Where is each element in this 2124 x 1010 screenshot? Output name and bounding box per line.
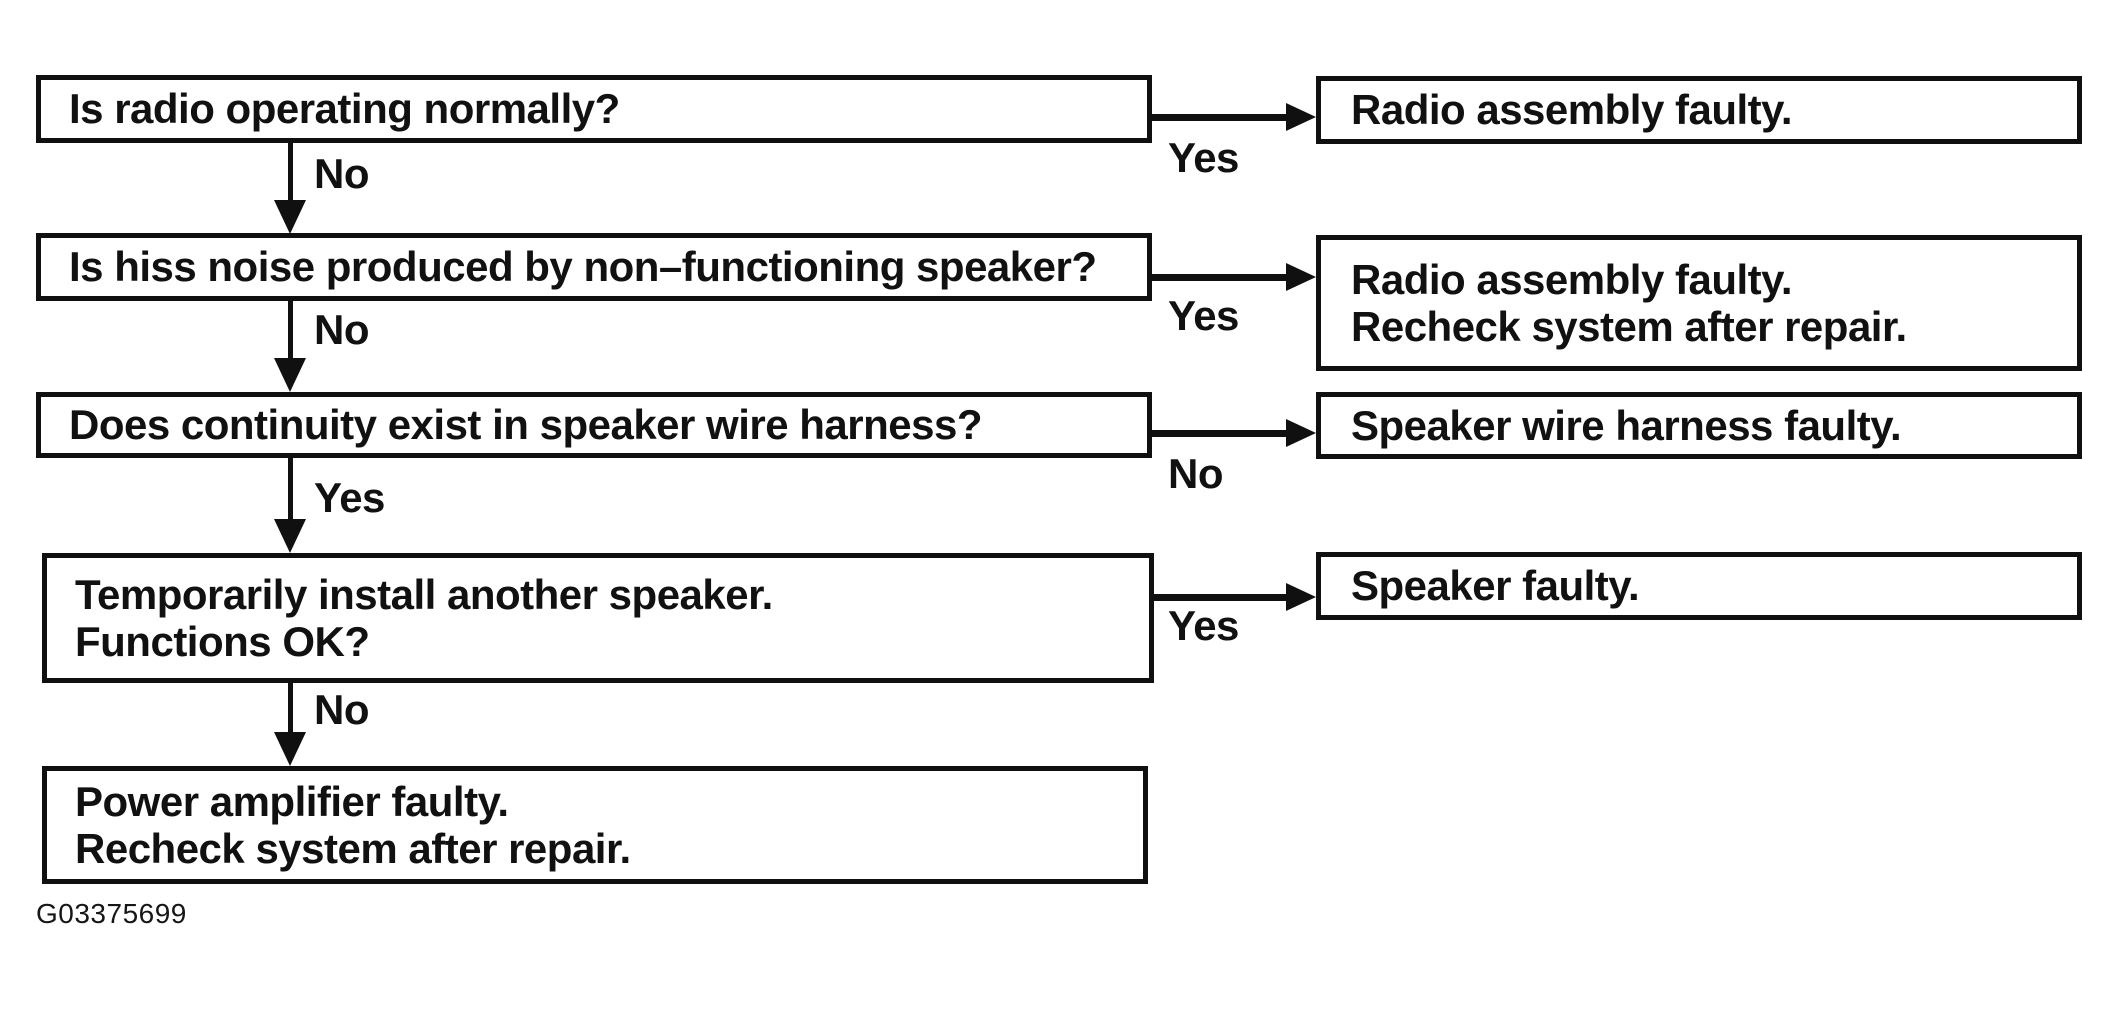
edge-label-yes: Yes (1168, 292, 1239, 339)
arrow-shaft (1150, 114, 1288, 121)
node-text: Temporarily install another speaker. (75, 570, 773, 618)
edge-label-yes: Yes (1168, 602, 1239, 649)
arrow-shaft (288, 683, 293, 732)
edge-label-no: No (314, 150, 370, 197)
figure-code: G03375699 (36, 898, 187, 929)
arrow-shaft (1150, 430, 1288, 437)
node-text: Radio assembly faulty. (1351, 255, 1793, 303)
arrow-head-right-icon (1286, 103, 1316, 131)
arrow-head-down-icon (274, 732, 306, 766)
arrow-shaft (1150, 274, 1288, 281)
edge-label-no: No (1168, 450, 1224, 497)
node-result-wire-harness: Speaker wire harness faulty. (1316, 392, 2082, 459)
arrow-head-down-icon (274, 200, 306, 234)
node-question-install-speaker: Temporarily install another speaker. Fun… (42, 553, 1154, 683)
edge-label-yes: Yes (314, 474, 385, 521)
arrow-shaft (288, 458, 293, 522)
node-text: Functions OK? (75, 618, 370, 665)
node-result-speaker-faulty: Speaker faulty. (1316, 552, 2082, 620)
node-result-radio-assembly-recheck: Radio assembly faulty. Recheck system af… (1316, 235, 2082, 371)
node-text: Speaker faulty. (1351, 562, 1640, 610)
node-text: Recheck system after repair. (75, 825, 631, 872)
node-text: Power amplifier faulty. (75, 777, 509, 825)
node-text: Is radio operating normally? (69, 85, 620, 133)
node-result-power-amplifier: Power amplifier faulty. Recheck system a… (42, 766, 1148, 884)
edge-label-yes: Yes (1168, 134, 1239, 181)
edge-label-no: No (314, 306, 370, 353)
node-result-radio-assembly: Radio assembly faulty. (1316, 76, 2082, 144)
arrow-shaft (288, 143, 293, 205)
node-text: Is hiss noise produced by non–functionin… (69, 243, 1097, 291)
arrow-shaft (288, 301, 293, 363)
node-question-hiss-noise: Is hiss noise produced by non–functionin… (36, 233, 1152, 301)
arrow-head-down-icon (274, 358, 306, 392)
node-text: Recheck system after repair. (1351, 303, 1907, 350)
arrow-head-right-icon (1286, 263, 1316, 291)
arrow-shaft (1154, 594, 1288, 601)
node-text: Radio assembly faulty. (1351, 86, 1793, 134)
arrow-head-right-icon (1286, 583, 1316, 611)
edge-label-no: No (314, 686, 370, 733)
node-text: Does continuity exist in speaker wire ha… (69, 401, 983, 449)
node-question-radio-operating: Is radio operating normally? (36, 75, 1152, 143)
node-question-continuity: Does continuity exist in speaker wire ha… (36, 392, 1152, 458)
arrow-head-right-icon (1286, 419, 1316, 447)
node-text: Speaker wire harness faulty. (1351, 401, 1902, 449)
arrow-head-down-icon (274, 519, 306, 553)
